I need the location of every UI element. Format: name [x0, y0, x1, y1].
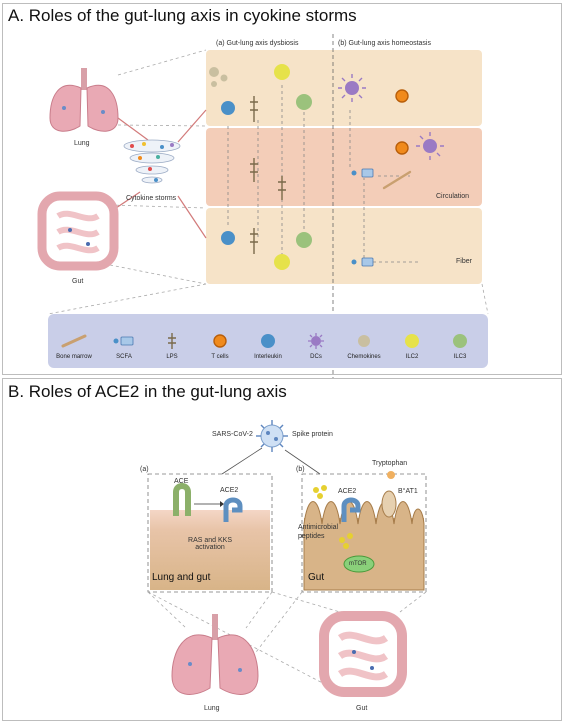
ilc3-cell	[296, 94, 312, 110]
mtor-label: mTOR	[349, 561, 367, 567]
bat1-transporter-icon	[381, 490, 397, 518]
tryptophan-label: Tryptophan	[372, 460, 408, 467]
gut-villi-tissue	[303, 501, 425, 591]
sub-a-label: (a)	[140, 466, 149, 473]
cytokine-storms-label: Cytokine storms	[126, 195, 177, 202]
legend-label: ILC2	[405, 354, 419, 360]
legend-dcs: DCs	[292, 332, 340, 360]
gut-label: Gut	[72, 278, 84, 285]
lung-illustration-b	[171, 614, 259, 695]
gut-band	[206, 208, 482, 284]
sub-b-label: (b)	[296, 466, 305, 473]
homeostasis-cells	[338, 74, 444, 267]
gut-tissue-label: Gut	[308, 572, 325, 583]
dysbiosis-label: (a) Gut-lung axis dysbiosis	[216, 40, 299, 47]
dc-cell	[338, 74, 366, 102]
ace2-receptor-icon-a	[223, 497, 243, 522]
lung-label-b: Lung	[204, 705, 220, 712]
chemokine-cell	[209, 67, 219, 77]
homeostasis-label: (b) Gut-lung axis homeostasis	[338, 40, 431, 47]
antimicrobial-label: Antimicrobial peptides	[298, 524, 339, 540]
tryptophan-icon	[387, 471, 395, 479]
dcs-icon	[308, 333, 324, 349]
ace2-label-b: ACE2	[338, 488, 357, 495]
lung-gut-tissue	[150, 510, 270, 590]
legend-t-cells: T cells	[196, 332, 244, 360]
lung-and-gut-label: Lung and gut	[152, 572, 211, 583]
spike-label: Spike protein	[292, 431, 333, 438]
legend-label: LPS	[166, 354, 178, 360]
t-cell	[395, 89, 409, 103]
lung-label: Lung	[74, 140, 90, 147]
legend-scfa: SCFA	[100, 332, 148, 360]
legend-label: DCs	[310, 354, 322, 360]
bat1-label: B°AT1	[398, 488, 418, 495]
scfa-mark	[361, 168, 374, 178]
legend-ilc3: ILC3	[436, 332, 484, 360]
interleukin-cell	[221, 101, 235, 115]
gut-illustration	[37, 191, 119, 271]
legend: Bone marrow SCFA LPS T cells Interleukin…	[48, 314, 488, 368]
legend-label: Chemokines	[347, 354, 381, 360]
chemokines-icon	[358, 335, 370, 347]
circulation-label: Circulation	[436, 193, 470, 200]
scfa-icon	[113, 336, 134, 346]
gut-label-b: Gut	[356, 705, 368, 712]
lps-icon	[168, 333, 176, 349]
ilc2-icon	[405, 334, 419, 348]
mtor-icon	[343, 555, 375, 573]
t-cells-icon	[213, 334, 227, 348]
cytokine-storm-illustration	[123, 139, 181, 184]
legend-bone-marrow: Bone marrow	[50, 332, 98, 360]
legend-interleukin: Interleukin	[244, 332, 292, 360]
ace-to-ace2-arrow	[194, 501, 224, 507]
panel-a-title: A. Roles of the gut-lung axis in cyokine…	[8, 6, 357, 25]
antimicrobial-peptides-icon	[313, 485, 353, 549]
legend-ilc2: ILC2	[388, 332, 436, 360]
bone-marrow-mark	[382, 170, 412, 190]
legend-label: Interleukin	[254, 354, 282, 360]
ilc2-cell	[274, 64, 290, 80]
ace2-receptor-icon-b	[341, 497, 361, 522]
ace-receptor-icon	[173, 483, 191, 516]
legend-label: ILC3	[453, 354, 467, 360]
lps-mark	[250, 96, 258, 122]
ilc3-icon	[453, 334, 467, 348]
sars-cov-2-virus-icon	[256, 420, 288, 452]
fiber-label: Fiber	[456, 258, 472, 265]
dysbiosis-cells	[209, 64, 312, 270]
panel-b-title: B. Roles of ACE2 in the gut-lung axis	[8, 382, 287, 401]
ras-kks-label: RAS and KKS activation	[188, 537, 232, 551]
ace2-label-a: ACE2	[220, 487, 239, 494]
legend-chemokines: Chemokines	[340, 332, 388, 360]
legend-lps: LPS	[148, 332, 196, 360]
lung-band	[206, 50, 482, 126]
interleukin-icon	[261, 334, 275, 348]
lung-illustration	[49, 68, 119, 132]
legend-label: SCFA	[116, 354, 132, 360]
circulation-band	[206, 128, 482, 206]
gut-illustration-b	[319, 611, 407, 697]
bone-marrow-icon	[61, 334, 87, 348]
virus-label: SARS-CoV-2	[212, 431, 253, 438]
ace-label: ACE	[174, 478, 189, 485]
legend-label: T cells	[211, 354, 229, 360]
legend-label: Bone marrow	[56, 354, 92, 360]
